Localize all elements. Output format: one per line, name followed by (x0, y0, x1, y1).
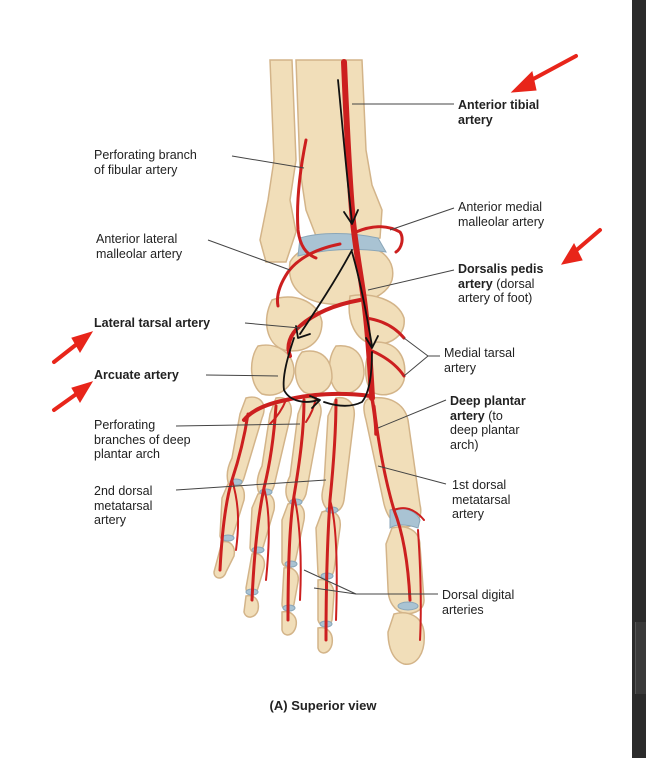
bones (213, 59, 425, 665)
label-arcuate-artery: Arcuate artery (94, 368, 179, 382)
figure-caption: (A) Superior view (269, 698, 377, 713)
medial-cuneiform (364, 341, 406, 396)
label-anterior-lateral-malleolar: Anterior lateral malleolar artery (96, 232, 183, 261)
label-perforating-branches-deep-plantar-arch: Perforating branches of deep plantar arc… (94, 418, 191, 461)
window-edge-strip (632, 0, 646, 758)
hallux-distal (387, 612, 425, 665)
label-anterior-medial-malleolar: Anterior medial malleolar artery (458, 200, 545, 229)
red-arrow-icon-dorsalis-pedis (560, 228, 602, 265)
label-1st-dorsal-metatarsal-artery: 1st dorsal metatarsal artery (452, 478, 511, 521)
label-deep-plantar-artery: Deep plantar artery (to deep plantar arc… (450, 394, 526, 452)
label-perforating-branch-fibular: Perforating branch of fibular artery (94, 148, 197, 177)
red-arrow-icon-arcuate (52, 381, 94, 412)
label-lateral-tarsal-artery: Lateral tarsal artery (94, 316, 211, 330)
red-arrow-icon-anterior-tibial (510, 54, 578, 93)
hand-drawn-flow-arrow-icon (282, 79, 379, 409)
window-edge-tab[interactable] (635, 622, 646, 694)
label-dorsalis-pedis-artery: Dorsalis pedis artery (dorsal artery of … (458, 262, 544, 305)
label-anterior-tibial-artery: Anterior tibial artery (458, 98, 540, 127)
metatarsal-2 (321, 396, 356, 513)
label-2nd-dorsal-metatarsal-artery: 2nd dorsal metatarsal artery (94, 484, 153, 527)
lateral-cuneiform (294, 350, 333, 396)
hallux-proximal (385, 526, 425, 615)
red-arrow-icon-lateral-tarsal (52, 331, 94, 364)
toe3-middle (281, 566, 300, 611)
toe5-middle (213, 540, 236, 579)
label-medial-tarsal-artery: Medial tarsal artery (444, 346, 515, 375)
label-dorsal-digital-arteries: Dorsal digital arteries (442, 588, 515, 617)
leader-lines (175, 103, 455, 595)
tibia (295, 59, 383, 245)
intermediate-cuneiform (328, 344, 365, 394)
fibula (259, 59, 297, 263)
cuboid (265, 296, 323, 352)
red-arrow-icon (52, 54, 602, 412)
